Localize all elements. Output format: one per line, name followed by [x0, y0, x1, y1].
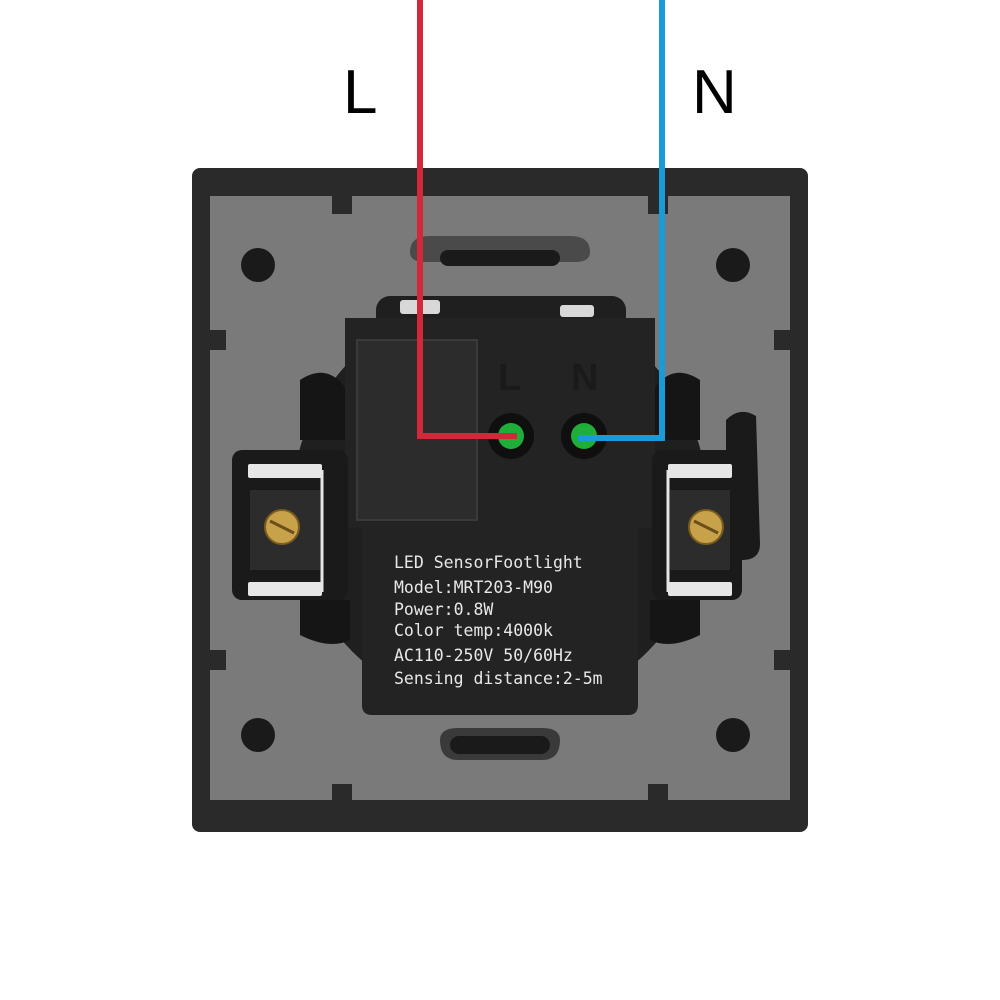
- left-clamp-lug-top: [300, 372, 350, 440]
- left-clamp-terminal: [232, 450, 348, 600]
- spec-line-4: Color temp:4000k: [394, 621, 553, 640]
- module-tab-right: [560, 305, 594, 317]
- left-clamp-lug-bottom: [300, 600, 350, 644]
- neutral-wire-label: N: [692, 58, 737, 127]
- terminal-label-neutral: N: [571, 357, 598, 399]
- mounting-hole-bottom-left: [241, 718, 275, 752]
- spec-line-1: LED SensorFootlight: [394, 553, 583, 572]
- spec-line-5: AC110-250V 50/60Hz: [394, 646, 573, 665]
- terminal-label-live: L: [498, 357, 521, 399]
- neutral-wire: [578, 0, 665, 441]
- right-clamp-lug-bottom: [650, 600, 700, 644]
- spec-line-2: Model:MRT203-M90: [394, 578, 553, 597]
- bottom-slot-inner: [450, 736, 550, 754]
- spec-line-6: Sensing distance:2-5m: [394, 669, 603, 688]
- top-slot-inner: [440, 250, 560, 266]
- mounting-hole-top-left: [241, 248, 275, 282]
- spec-label: LED SensorFootlight Model:MRT203-M90 Pow…: [394, 553, 603, 688]
- mounting-hole-bottom-right: [716, 718, 750, 752]
- right-clamp-terminal: [652, 450, 742, 600]
- live-wire: [417, 0, 517, 439]
- spec-line-3: Power:0.8W: [394, 600, 493, 619]
- live-wire-label: L: [343, 58, 377, 127]
- mounting-hole-top-right: [716, 248, 750, 282]
